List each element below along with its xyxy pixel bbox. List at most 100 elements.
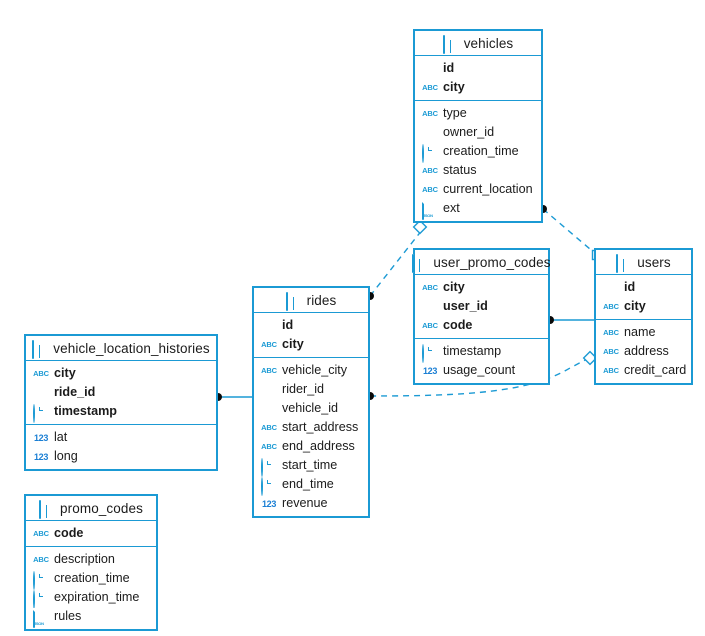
table-header[interactable]: users	[596, 250, 691, 275]
column-row[interactable]: id	[254, 316, 368, 335]
table-grid-icon	[442, 35, 458, 54]
abc-text-icon: ABC	[422, 108, 438, 118]
column-name: ride_id	[54, 385, 96, 400]
abc-text-icon: ABC	[603, 301, 619, 311]
column-name: current_location	[443, 182, 533, 197]
column-name: revenue	[282, 496, 328, 511]
abc-text-icon: ABC	[33, 368, 49, 378]
123-number-icon: 123	[422, 365, 438, 376]
column-row[interactable]: ABC code	[26, 524, 156, 543]
column-name: status	[443, 163, 477, 178]
column-name: creation_time	[54, 571, 130, 586]
column-row[interactable]: ABC current_location	[415, 180, 541, 199]
clock-icon	[422, 143, 437, 163]
column-row[interactable]: expiration_time	[26, 588, 156, 609]
table-grid-icon	[285, 292, 301, 311]
column-name: city	[624, 299, 646, 314]
relationship-vlh-rides	[214, 393, 252, 401]
column-row[interactable]: 123 long	[26, 447, 216, 466]
table-header[interactable]: promo_codes	[26, 496, 156, 521]
column-name: lat	[54, 430, 68, 445]
table-header[interactable]: rides	[254, 288, 368, 313]
column-name: description	[54, 552, 115, 567]
table-grid-icon	[412, 254, 427, 273]
column-row[interactable]: creation_time	[26, 569, 156, 590]
id-badge-icon	[254, 319, 276, 333]
column-row[interactable]: ride_id	[26, 383, 216, 402]
table-grid-icon	[616, 254, 631, 273]
column-row[interactable]: creation_time	[415, 142, 541, 163]
clock-icon	[33, 570, 48, 590]
column-name: long	[54, 449, 78, 464]
column-row[interactable]: ABC status	[415, 161, 541, 180]
column-row[interactable]: owner_id	[415, 123, 541, 142]
column-row[interactable]: rider_id	[254, 380, 368, 399]
column-row[interactable]: timestamp	[26, 402, 216, 423]
column-row[interactable]: id	[596, 278, 691, 297]
abc-text-icon: ABC	[603, 365, 619, 375]
relationship-line	[542, 208, 598, 256]
column-name: code	[54, 526, 84, 541]
relationship-upc-users	[546, 316, 594, 324]
column-name: city	[54, 366, 76, 381]
abc-text-icon: ABC	[33, 528, 49, 538]
json-document-icon	[33, 608, 48, 628]
123-number-icon: 123	[33, 451, 49, 462]
column-row[interactable]: id	[415, 59, 541, 78]
table-header[interactable]: vehicle_location_histories	[26, 336, 216, 361]
abc-text-icon: ABC	[422, 320, 438, 330]
column-name: id	[282, 318, 294, 333]
abc-text-icon: ABC	[422, 184, 438, 194]
column-name: expiration_time	[54, 590, 140, 605]
column-row[interactable]: user_id	[415, 297, 548, 316]
column-row[interactable]: end_time	[254, 475, 368, 496]
column-row[interactable]: ext	[415, 199, 541, 220]
abc-text-icon: ABC	[422, 165, 438, 175]
table-header[interactable]: vehicles	[415, 31, 541, 56]
column-name: timestamp	[443, 344, 502, 359]
column-name: name	[624, 325, 656, 340]
column-name: address	[624, 344, 669, 359]
table-title: vehicle_location_histories	[53, 340, 210, 356]
column-row[interactable]: rules	[26, 607, 156, 628]
column-row[interactable]: ABC city	[596, 297, 691, 316]
column-name: creation_time	[443, 144, 519, 159]
column-row[interactable]: vehicle_id	[254, 399, 368, 418]
table-header[interactable]: user_promo_codes	[412, 250, 550, 275]
column-row[interactable]: ABC city	[26, 364, 216, 383]
column-name: usage_count	[443, 363, 516, 378]
column-name: rider_id	[282, 382, 324, 397]
column-name: type	[443, 106, 467, 121]
column-row[interactable]: start_time	[254, 456, 368, 477]
table-title: vehicles	[463, 35, 514, 51]
column-row[interactable]: 123 usage_count	[415, 361, 548, 380]
id-badge-icon	[415, 126, 437, 140]
clock-icon	[261, 457, 276, 477]
column-row[interactable]: timestamp	[415, 342, 548, 363]
column-row[interactable]: ABC type	[415, 104, 541, 123]
column-name: end_time	[282, 477, 334, 492]
table-title: rides	[306, 292, 337, 308]
